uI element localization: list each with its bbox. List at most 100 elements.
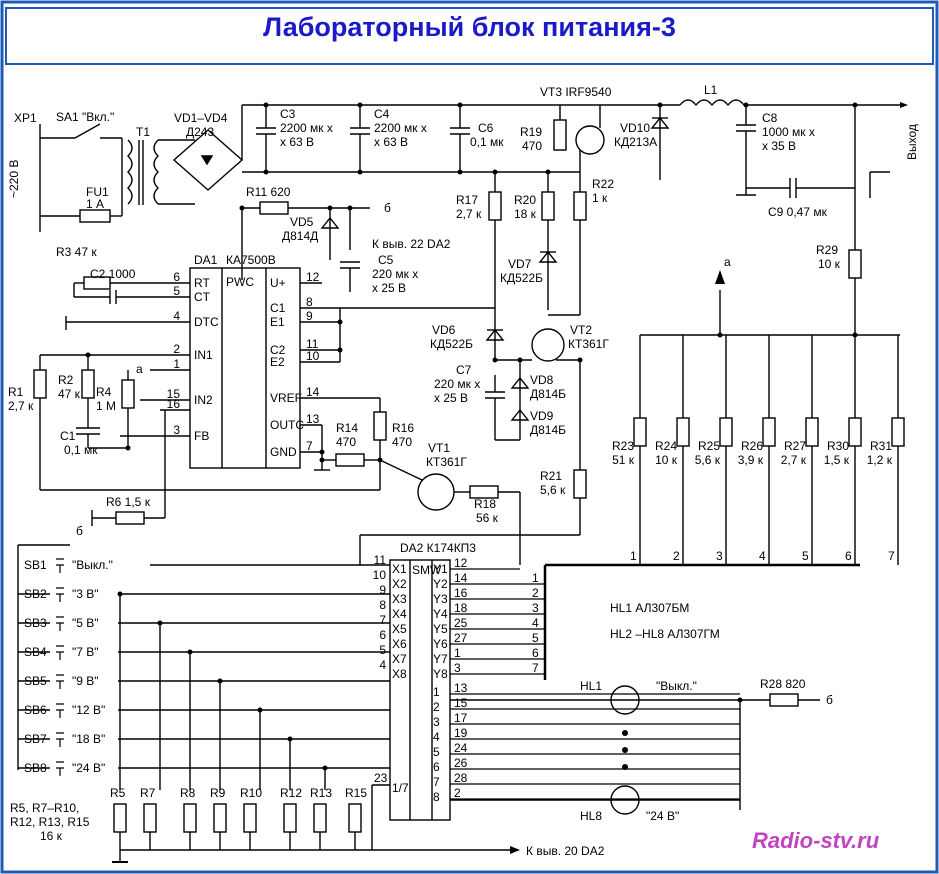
label-vd6-value: КД522Б xyxy=(430,337,473,351)
da2-low-pin-number: 24 xyxy=(454,741,468,755)
switch-label: "Выкл." xyxy=(72,558,113,572)
da2-y-pin-name: Y7 xyxy=(433,652,448,666)
switch-button-icon[interactable] xyxy=(56,616,64,631)
label-a2: а xyxy=(724,255,731,269)
label-hl8: HL8 xyxy=(580,809,602,823)
label-c8-v1: 1000 мк х xyxy=(762,125,815,139)
label-c4: С4 xyxy=(374,107,390,121)
label-c8: С8 xyxy=(762,111,778,125)
label-r14: R14 xyxy=(336,421,358,435)
label-hl8-24v: "24 В" xyxy=(646,809,679,823)
resistor-body xyxy=(183,803,197,833)
bottom-resistor-ref: R8 xyxy=(180,786,196,800)
da1-pin-name: RT xyxy=(194,276,210,290)
label-vd5: VD5 xyxy=(290,215,314,229)
junction-dot xyxy=(322,765,328,771)
resistor-body xyxy=(283,803,297,833)
da1-pin-number: 6 xyxy=(173,270,180,284)
label-r3: R3 47 к xyxy=(56,245,97,259)
label-vd8: VD8 xyxy=(530,373,554,387)
da1-pin-number: 5 xyxy=(173,284,180,298)
divider-resistor-ref: R27 xyxy=(784,439,806,453)
arrow-a-up xyxy=(715,270,725,284)
switch-button-icon[interactable] xyxy=(56,761,64,776)
switch-button-icon[interactable] xyxy=(56,703,64,718)
divider-bus-number: 1 xyxy=(630,549,637,563)
da2-y-pin-number: 25 xyxy=(454,616,468,630)
da2-x-pin-name: X2 xyxy=(392,577,407,591)
da2-y-pin-number: 16 xyxy=(454,586,468,600)
label-r4-value: 1 М xyxy=(96,399,116,413)
label-c4-v2: х 63 В xyxy=(374,135,408,149)
label-r22-value: 1 к xyxy=(592,191,608,205)
switch-button-icon[interactable] xyxy=(56,645,64,660)
label-c7: С7 xyxy=(456,363,472,377)
label-c4-v1: 2200 мк х xyxy=(374,121,427,135)
divider-resistor-value: 2,7 к xyxy=(781,453,807,467)
label-vd7: VD7 xyxy=(508,257,532,271)
label-c1: С1 xyxy=(60,429,76,443)
junction-dot xyxy=(217,678,223,684)
label-c7-v1: 220 мк х xyxy=(434,377,480,391)
switch-button-icon[interactable] xyxy=(56,558,64,573)
label-c6-value: 0,1 мк xyxy=(470,135,504,149)
resistor-body xyxy=(848,417,862,447)
label-xp1: ХР1 xyxy=(14,111,37,125)
label-c5-v2: х 25 В xyxy=(372,281,406,295)
label-da2: DA2 К174КП3 xyxy=(400,541,476,555)
switch-button-icon[interactable] xyxy=(56,587,64,602)
da2-x-pin-number: 7 xyxy=(379,613,386,627)
da1-pin-name: E1 xyxy=(270,315,285,329)
label-vt1-value: КТ361Г xyxy=(426,455,467,469)
resistor-body xyxy=(633,417,647,447)
label-r1: R1 xyxy=(8,385,24,399)
label-vt2-value: КТ361Г xyxy=(568,337,609,351)
da2-x-pin-number: 9 xyxy=(379,583,386,597)
divider-bus-number: 3 xyxy=(716,549,723,563)
label-b3: б xyxy=(826,693,833,707)
resistor-body xyxy=(805,417,819,447)
resistor-body xyxy=(719,417,733,447)
label-hl1-type: HL1 АЛ307БМ xyxy=(610,601,689,615)
da2-low-bus-number: 3 xyxy=(433,715,440,729)
watermark-text: Radio-stv.ru xyxy=(752,828,880,853)
page-title: Лабораторный блок питания-3 xyxy=(263,12,676,42)
label-r21: R21 xyxy=(540,469,562,483)
label-r17-value: 2,7 к xyxy=(456,207,482,221)
da2-low-bus-number: 2 xyxy=(433,700,440,714)
switch-button-icon[interactable] xyxy=(56,674,64,689)
label-vd10-value: КД213А xyxy=(614,135,657,149)
da2-low-bus-number: 8 xyxy=(433,790,440,804)
label-k22: К выв. 22 DA2 xyxy=(372,237,451,251)
label-r2: R2 xyxy=(58,373,74,387)
label-da1: DA1 xyxy=(194,253,218,267)
switch-button-icon[interactable] xyxy=(56,732,64,747)
da2-y-pin-number: 12 xyxy=(454,556,468,570)
da2-y-pin-number: 3 xyxy=(454,661,461,675)
label-c3: С3 xyxy=(280,107,296,121)
da2-y-pin-number: 27 xyxy=(454,631,468,645)
da2-x-pin-name: X3 xyxy=(392,592,407,606)
resistor-body xyxy=(676,417,690,447)
da1-pin-number: 16 xyxy=(167,397,181,411)
resistor-body xyxy=(143,803,157,833)
divider-resistor-ref: R30 xyxy=(827,439,849,453)
label-fu1: FU1 xyxy=(86,185,109,199)
da1-pin-name: OUTC xyxy=(270,418,304,432)
da1-pin-name: GND xyxy=(270,445,297,459)
da2-x-pin-name: X7 xyxy=(392,652,407,666)
label-vt2: VT2 xyxy=(570,323,592,337)
label-pin-1-7: 1/7 xyxy=(392,781,409,795)
da1-pin-number: 3 xyxy=(173,423,180,437)
da2-y-pin-name: Y5 xyxy=(433,622,448,636)
da2-y-bus-number: 1 xyxy=(532,571,539,585)
label-fu1-value: 1 А xyxy=(86,197,104,211)
divider-bus-number: 6 xyxy=(845,549,852,563)
resistor-body xyxy=(891,417,905,447)
bottom-resistor-ref: R15 xyxy=(345,786,367,800)
label-r6: R6 1,5 к xyxy=(106,495,151,509)
divider-resistor-value: 51 к xyxy=(612,453,635,467)
